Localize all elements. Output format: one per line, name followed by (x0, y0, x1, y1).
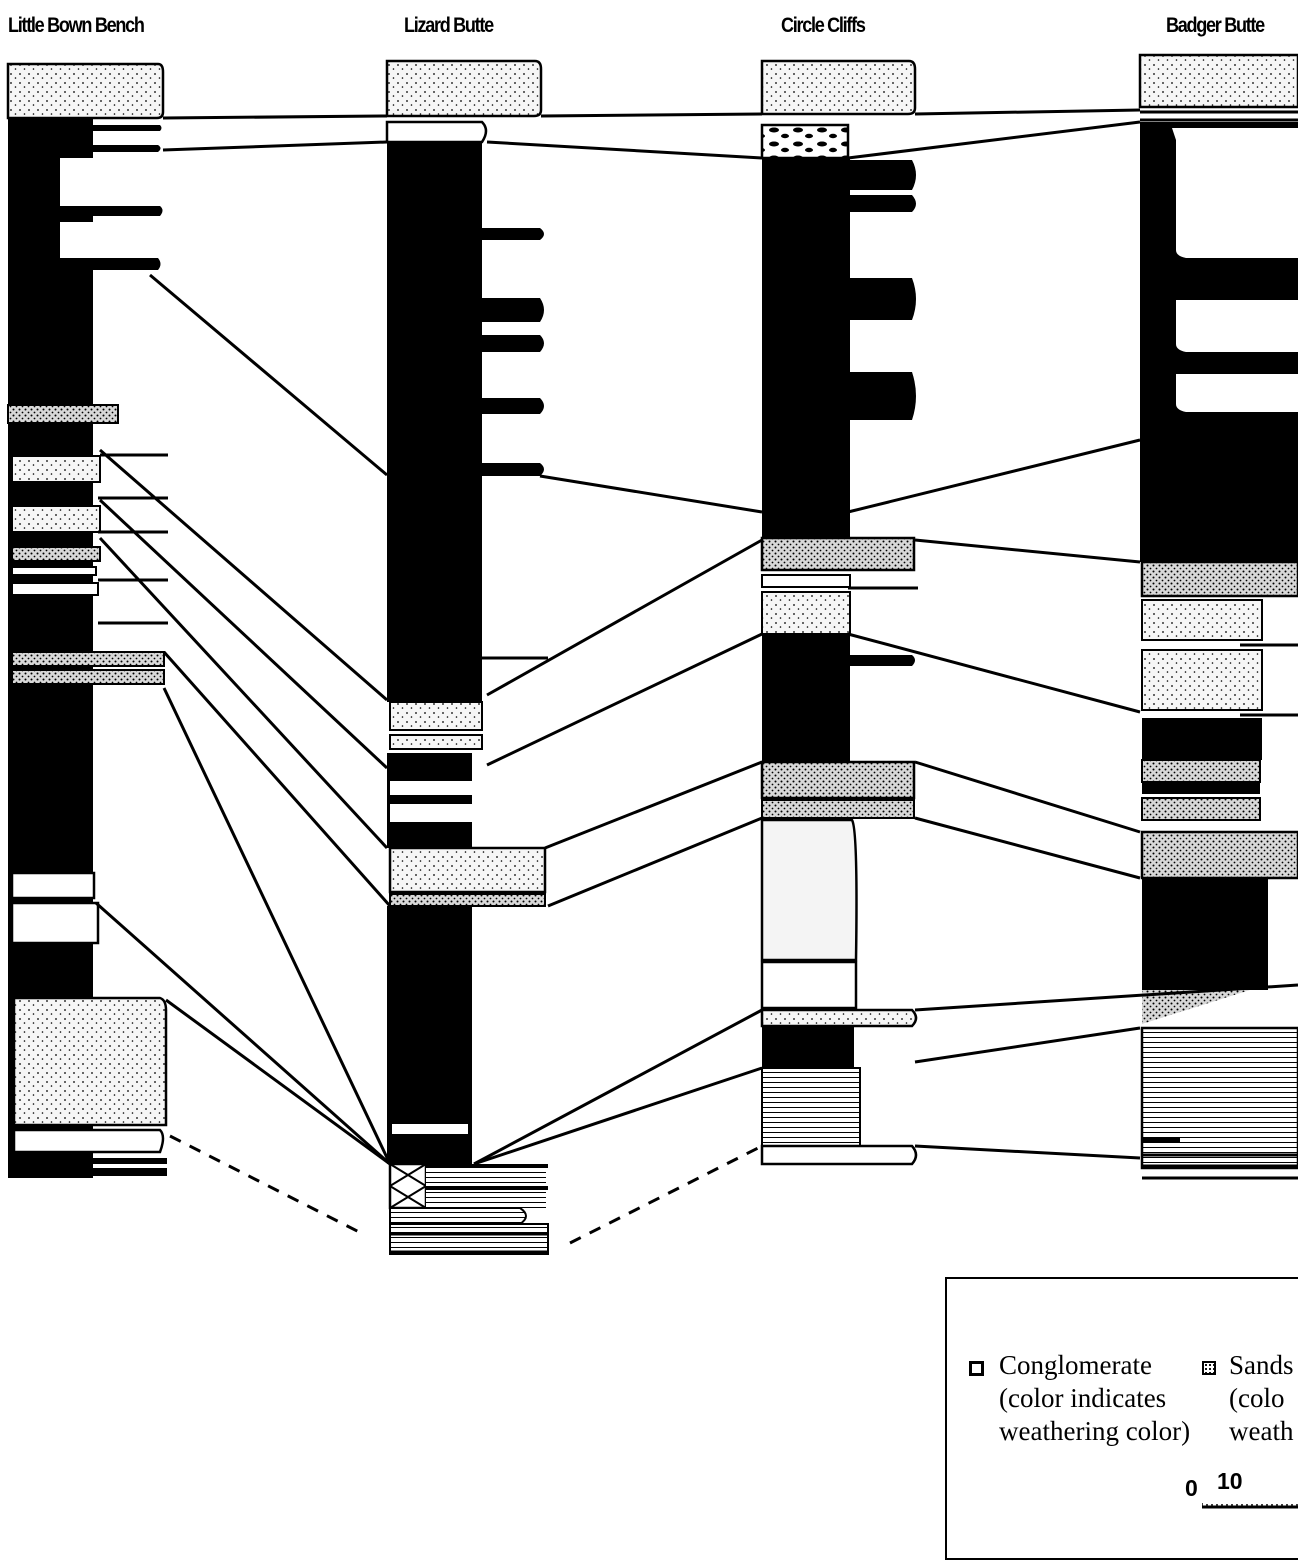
section-badger-butte (1140, 55, 1298, 1178)
legend-label-conglomerate-note: (color indicates (999, 1382, 1190, 1415)
legend-label-conglomerate: Conglomerate (999, 1349, 1190, 1382)
section-little-bown-bench (8, 64, 168, 1178)
conglomerate-swatch-icon (969, 1361, 984, 1376)
sandstone-swatch-icon (1202, 1361, 1216, 1375)
legend-label-sandstone-note-2: weath (1229, 1415, 1294, 1448)
section-circle-cliffs (762, 61, 918, 1164)
legend-label-conglomerate-note-2: weathering color) (999, 1415, 1190, 1448)
correlation-lines (96, 110, 1298, 1243)
legend-label-sandstone-note: (colo (1229, 1382, 1294, 1415)
legend-label-sandstone: Sands (1229, 1349, 1294, 1382)
section-lizard-butte (387, 61, 548, 1254)
legend-box: Conglomerate (color indicates weathering… (945, 1277, 1298, 1560)
scale-label-zero: 0 (1185, 1475, 1198, 1502)
scale-label-ten: 10 (1217, 1468, 1243, 1495)
scale-bar (1202, 1499, 1298, 1519)
